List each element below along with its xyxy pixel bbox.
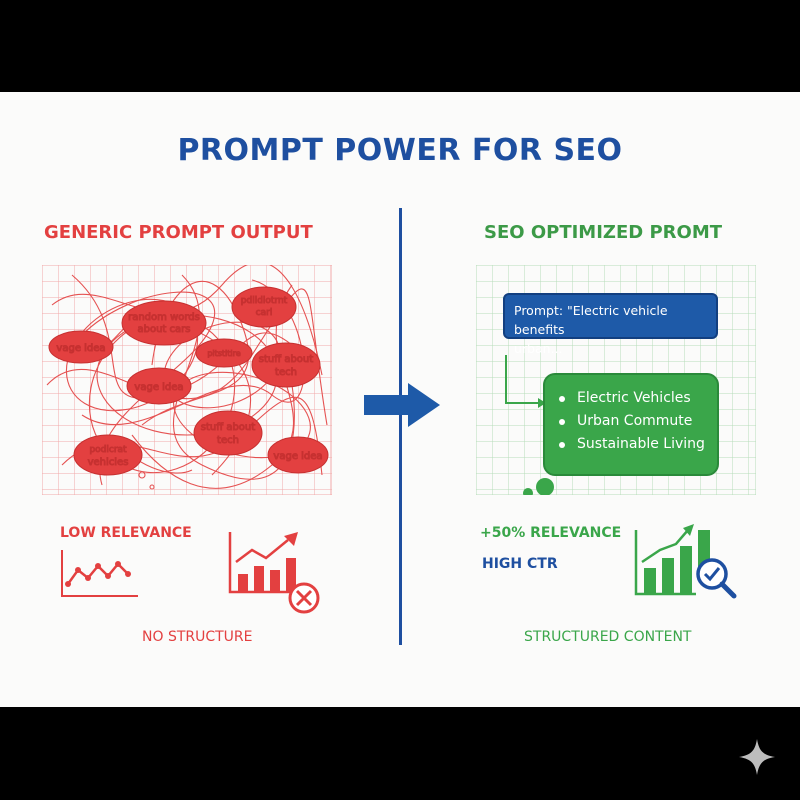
sparkle-icon [739,739,775,775]
svg-text:pdiidiotrnt: pdiidiotrnt [241,296,288,306]
generic-heading: GENERIC PROMPT OUTPUT [44,222,313,243]
cloud-bubble: stuff about tech [193,410,263,456]
cloud-bubble: stuff about tech [251,342,321,388]
structured-result-box: Electric Vehicles Urban Commute Sustaina… [543,373,719,476]
cloud-bubble: vage idea [267,436,329,474]
cloud-bubble: vage idea [126,367,192,405]
growth-chart-magnifier-icon [634,524,737,599]
bullet-icon [559,395,565,402]
svg-text:tech: tech [275,367,297,378]
cloud-bubble: random words about cars [121,300,207,346]
prompt-text-line2: urban... [514,341,563,356]
svg-text:about cars: about cars [138,324,191,335]
bar-chart-cross-icon [228,532,320,614]
prompt-text-line1: Prompt: "Electric vehicle benefits [514,303,668,337]
prompt-box: Prompt: "Electric vehicle benefits urban… [503,293,718,356]
cloud-bubble: vage idea [48,330,114,364]
svg-text:vehicles: vehicles [88,457,129,468]
svg-text:stuff about: stuff about [259,354,313,365]
line-chart-icon [61,550,138,597]
high-ctr-label: HIGH CTR [482,556,558,572]
low-relevance-label: LOW RELEVANCE [60,525,192,541]
bullet-icon [559,418,565,425]
structured-content-label: STRUCTURED CONTENT [524,629,692,645]
seo-heading: SEO OPTIMIZED PROMT [484,222,723,243]
right-arrow-icon [364,383,440,427]
result-item: Electric Vehicles [559,387,717,410]
svg-text:carl: carl [256,308,273,318]
cloud-bubble: pitstitire [195,338,253,368]
svg-text:random words: random words [128,312,200,323]
svg-text:podicrat: podicrat [89,445,127,455]
relevance-label: +50% RELEVANCE [480,525,622,541]
bullet-icon [559,441,565,448]
svg-text:vage idea: vage idea [134,382,183,393]
page-title: PROMPT POWER FOR SEO [177,133,623,168]
center-divider [399,208,402,645]
svg-text:stuff about: stuff about [201,422,255,433]
no-structure-label: NO STRUCTURE [142,629,253,645]
svg-text:vage idea: vage idea [56,343,105,354]
result-item: Sustainable Living [559,433,717,456]
cloud-bubble: pdiidiotrnt carl [231,286,297,328]
result-item: Urban Commute [559,410,717,433]
generic-output-grid: random words about cars pdiidiotrnt carl… [42,265,332,495]
svg-text:pitstitire: pitstitire [207,349,240,358]
svg-text:vage idea: vage idea [273,451,322,462]
svg-text:tech: tech [217,435,239,446]
cloud-bubble: podicrat vehicles [73,434,143,476]
